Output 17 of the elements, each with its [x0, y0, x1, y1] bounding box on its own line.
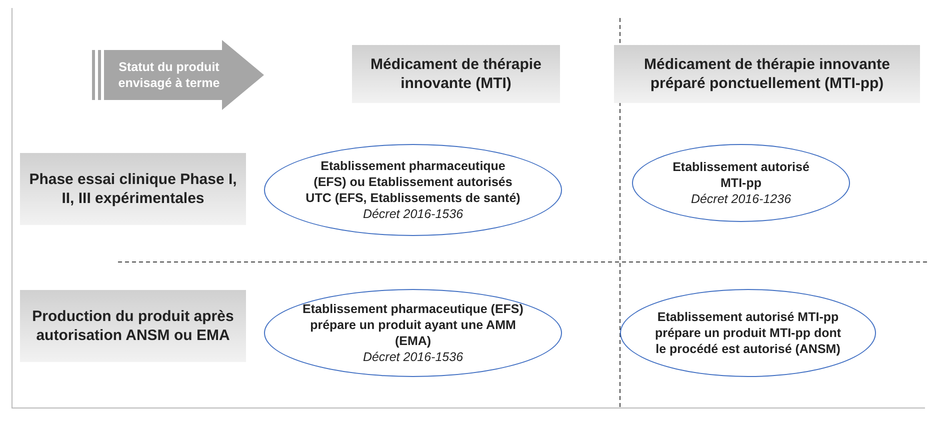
arrow-shape	[92, 40, 264, 110]
node-label: Phase essai clinique Phase I, II, III expérimentales	[28, 170, 238, 208]
node-label: Etablissement pharmaceutique (EFS) prépare un produit ayant une AMM (EMA)	[302, 301, 524, 349]
node-label: Etablissement pharmaceutique (EFS) ou Etablissement autorisés UTC (EFS, Etablissements de santé)	[305, 158, 521, 206]
decree-reference: Décret 2016-1536	[362, 206, 464, 222]
node-label: Médicament de thérapie innovante (MTI)	[370, 55, 542, 93]
row-header	[20, 290, 246, 362]
decree-reference: Décret 2016-1236	[690, 191, 792, 207]
node-label: Etablissement autorisé MTI-pp prépare un produit MTI-pp dont le procédé est autorisé (ANSM)	[654, 309, 842, 357]
row-header	[20, 153, 246, 225]
column-header	[614, 45, 920, 103]
node-label: Production du produit après autorisation ANSM ou EMA	[31, 307, 235, 345]
node-label: Statut du produit envisagé à terme	[117, 59, 221, 91]
node-label: Médicament de thérapie innovante préparé ponctuellement (MTI-pp)	[643, 55, 891, 93]
node-label: Etablissement autorisé MTI-pp	[672, 159, 810, 191]
column-header	[352, 45, 560, 103]
decree-reference: Décret 2016-1536	[362, 349, 464, 365]
